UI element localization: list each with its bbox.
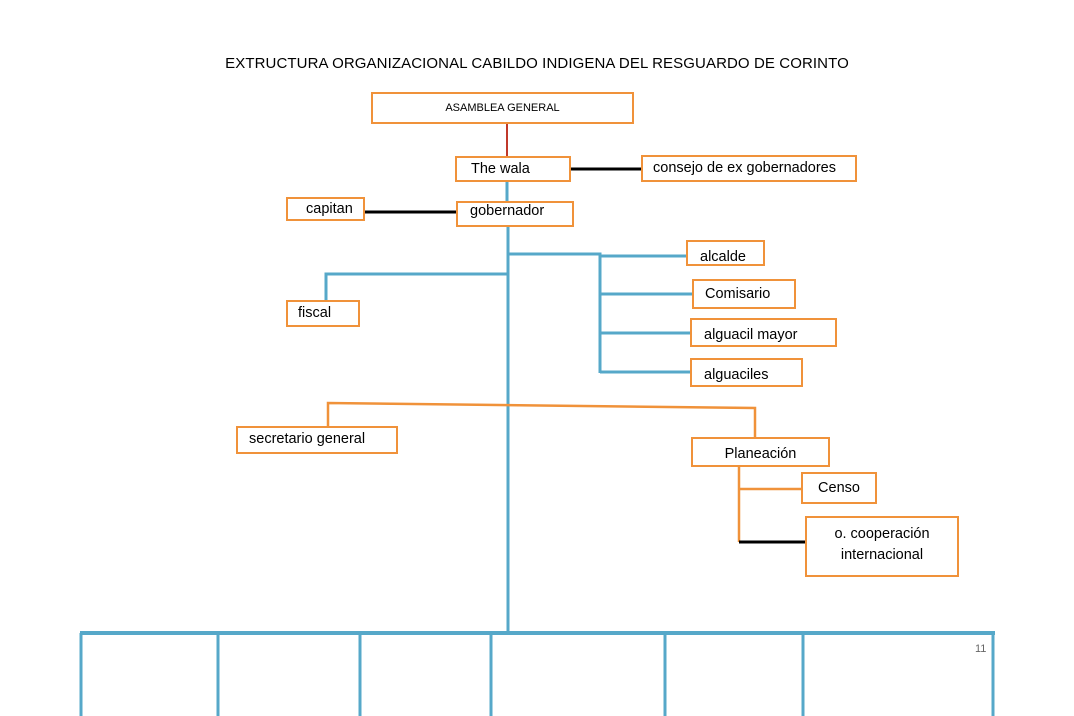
page-number: 11 [975, 643, 987, 655]
node-alguaciles: alguaciles [690, 358, 803, 387]
node-consejo-ex-gobernadores: consejo de ex gobernadores [641, 155, 857, 182]
node-censo: Censo [801, 472, 877, 504]
node-capitan: capitan [286, 197, 365, 221]
diagram-title: EXTRUCTURA ORGANIZACIONAL CABILDO INDIGE… [225, 55, 849, 72]
node-asamblea-general: ASAMBLEA GENERAL [371, 92, 634, 124]
node-planeacion: Planeación [691, 437, 830, 467]
connector-right-branch [508, 252, 602, 373]
connector-fiscal [324, 272, 508, 300]
node-comisario: Comisario [692, 279, 796, 309]
node-fiscal: fiscal [286, 300, 360, 327]
node-alguacil-mayor: alguacil mayor [690, 318, 837, 347]
node-alcalde: alcalde [686, 240, 765, 266]
node-secretario-general: secretario general [236, 426, 398, 454]
node-cooperacion-internacional: o. cooperación internacional [805, 516, 959, 577]
connector-secretario-planeacion [326, 401, 757, 437]
node-gobernador: gobernador [456, 201, 574, 227]
node-the-wala: The wala [455, 156, 571, 182]
